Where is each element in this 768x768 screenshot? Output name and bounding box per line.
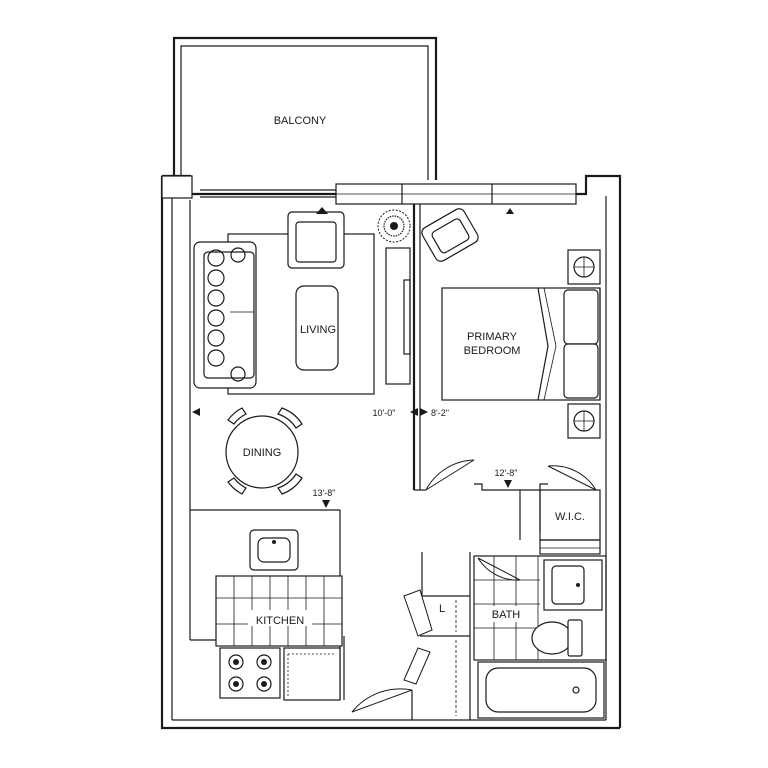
linen-label: L xyxy=(439,603,445,615)
dim-living-width: 10'-0" xyxy=(373,408,396,418)
living-area: LIVING xyxy=(192,207,411,416)
stove-icon xyxy=(219,647,281,699)
bedroom-label-line1: PRIMARY xyxy=(467,331,518,343)
vanity-sink-icon xyxy=(543,559,603,611)
media-cabinet xyxy=(385,247,411,385)
kitchen-counter xyxy=(215,575,343,647)
bedroom-area: PRIMARY BEDROOM xyxy=(412,204,601,540)
toilet-icon xyxy=(531,619,583,657)
kitchen-area: KITCHEN xyxy=(190,509,345,701)
bed-icon xyxy=(441,287,601,401)
outer-walls xyxy=(160,174,622,730)
living-label: LIVING xyxy=(300,324,336,336)
armchair-icon xyxy=(287,207,345,269)
dining-area: DINING xyxy=(225,407,303,495)
balcony-area: BALCONY xyxy=(172,36,438,194)
sofa-icon xyxy=(193,241,257,389)
kitchen-label: KITCHEN xyxy=(256,615,304,627)
wic-label: W.I.C. xyxy=(555,511,585,523)
dim-living-length: 13'-8" xyxy=(313,488,336,498)
bathtub-icon xyxy=(477,661,605,719)
bath-label: BATH xyxy=(492,609,521,621)
nightstand-icon xyxy=(567,249,601,285)
dining-label: DINING xyxy=(243,447,282,459)
nightstand-icon-2 xyxy=(567,403,601,439)
dim-bedroom-width: 8'-2" xyxy=(431,408,449,418)
dim-bedroom-length: 12'-8" xyxy=(495,468,518,478)
wic-area: W.I.C. xyxy=(539,489,601,555)
balcony-label: BALCONY xyxy=(274,115,327,127)
coffee-table-icon xyxy=(295,285,339,371)
column-left xyxy=(161,175,193,199)
plant-icon xyxy=(377,209,411,243)
bedroom-label-line2: BEDROOM xyxy=(464,345,521,357)
dining-table-icon xyxy=(225,407,303,495)
fridge-icon xyxy=(283,647,341,701)
entry-area: L xyxy=(351,552,471,720)
desk-chair-icon xyxy=(421,208,479,262)
bath-area: BATH xyxy=(473,555,607,719)
sink-icon xyxy=(249,529,299,571)
bath-floor-tiles xyxy=(474,556,540,660)
